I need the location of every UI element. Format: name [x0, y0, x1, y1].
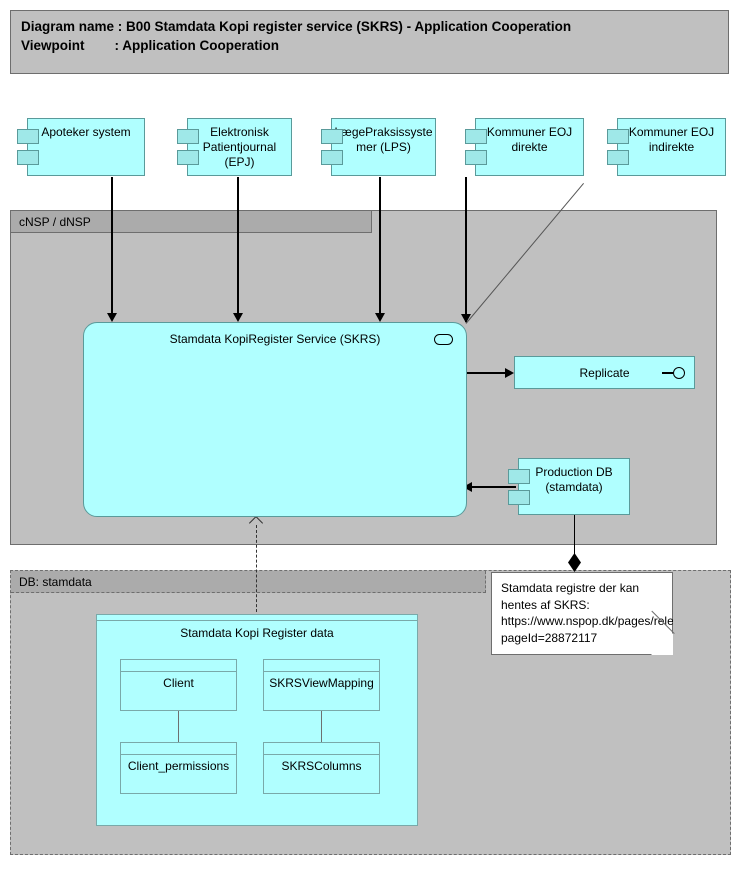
note-body: Stamdata registre der kan hentes af SKRS…	[491, 572, 673, 655]
connector-lps-arrowhead	[375, 313, 385, 322]
note-text: Stamdata registre der kan hentes af SKRS…	[501, 581, 741, 645]
component-tab-icon	[465, 129, 487, 144]
connector-productiondb-to-note	[573, 515, 576, 557]
data-object-skrsviewmapping[interactable]: SKRSViewMapping	[263, 659, 380, 711]
connector-productiondb-to-skrs	[472, 486, 516, 488]
component-label: Kommuner EOJ direkte	[486, 125, 573, 154]
group-cnsp-dnsp-header: cNSP / dNSP	[11, 211, 372, 233]
data-container-stamdata-kopi-register[interactable]: Stamdata Kopi Register data Client SKRSV…	[96, 614, 418, 826]
connector-skrs-to-replicate-arrowhead	[505, 368, 514, 378]
application-service-skrs-label: Stamdata KopiRegister Service (SKRS)	[169, 332, 381, 346]
component-tab-icon	[17, 150, 39, 165]
data-object-strip	[264, 660, 379, 672]
component-kommuner-eoj-direkte[interactable]: Kommuner EOJ direkte	[465, 118, 584, 176]
data-object-label: SKRSColumns	[281, 759, 362, 773]
connector-kommuner-direkte-to-skrs	[465, 177, 467, 322]
diagram-title-banner: Diagram name : B00 Stamdata Kopi registe…	[10, 10, 729, 74]
group-db-stamdata-header: DB: stamdata	[11, 571, 486, 593]
rounded-rect-icon	[434, 334, 453, 345]
component-tab-icon	[508, 490, 530, 505]
lollipop-ball	[673, 367, 685, 379]
component-label: LægePraksissyste mer (LPS)	[334, 125, 433, 154]
group-db-stamdata-label: DB: stamdata	[19, 574, 92, 589]
component-kommuner-eoj-indirekte[interactable]: Kommuner EOJ indirekte	[607, 118, 726, 176]
component-tab-icon	[177, 129, 199, 144]
data-container-strip	[97, 615, 417, 621]
component-elektronisk-patientjournal[interactable]: Elektronisk Patientjournal (EPJ)	[177, 118, 292, 176]
application-service-skrs[interactable]: Stamdata KopiRegister Service (SKRS)	[83, 322, 467, 517]
component-tab-icon	[508, 469, 530, 484]
component-apoteker-system[interactable]: Apoteker system	[17, 118, 145, 176]
connector-client-to-client-permissions	[178, 711, 179, 752]
data-object-label: Client	[163, 676, 194, 690]
data-object-client-permissions[interactable]: Client_permissions	[120, 742, 237, 794]
interface-lollipop-icon	[662, 367, 686, 379]
viewpoint-line: Viewpoint : Application Cooperation	[21, 38, 280, 53]
data-container-title: Stamdata Kopi Register data	[180, 626, 334, 640]
connector-kommuner-direkte-arrowhead	[461, 314, 471, 323]
component-label: Apoteker system	[41, 125, 131, 139]
component-laegepraksissystemer[interactable]: LægePraksissyste mer (LPS)	[321, 118, 436, 176]
component-tab-icon	[607, 150, 629, 165]
connector-apoteker-arrowhead	[107, 313, 117, 322]
component-production-db-label: Production DB (stamdata)	[535, 465, 613, 494]
data-object-label: Client_permissions	[127, 759, 230, 773]
diagram-name-line: Diagram name : B00 Stamdata Kopi registe…	[21, 19, 572, 34]
connector-epj-to-skrs	[237, 177, 239, 315]
connector-data-realizes-skrs	[256, 525, 257, 617]
lollipop-stick	[662, 372, 673, 374]
component-tab-icon	[177, 150, 199, 165]
application-replicate[interactable]: Replicate	[514, 356, 695, 389]
component-tab-icon	[17, 129, 39, 144]
note-annotation: Stamdata registre der kan hentes af SKRS…	[491, 572, 673, 655]
data-object-client[interactable]: Client	[120, 659, 237, 711]
data-object-strip	[121, 743, 236, 755]
application-replicate-label: Replicate	[579, 365, 630, 380]
component-label: Elektronisk Patientjournal (EPJ)	[202, 125, 277, 169]
data-object-strip	[264, 743, 379, 755]
connector-skrsviewmapping-to-skrscolumns	[321, 711, 322, 752]
connector-apoteker-to-skrs	[111, 177, 113, 315]
connector-productiondb-to-skrs-arrowhead	[463, 482, 472, 492]
data-object-skrscolumns[interactable]: SKRSColumns	[263, 742, 380, 794]
connector-skrs-to-replicate	[466, 372, 512, 374]
component-production-db[interactable]: Production DB (stamdata)	[508, 458, 630, 515]
data-object-strip	[121, 660, 236, 672]
connector-epj-arrowhead	[233, 313, 243, 322]
component-tab-icon	[607, 129, 629, 144]
data-object-label: SKRSViewMapping	[269, 676, 374, 690]
group-cnsp-dnsp-label: cNSP / dNSP	[19, 214, 91, 229]
component-tab-icon	[465, 150, 487, 165]
component-tab-icon	[321, 150, 343, 165]
connector-lps-to-skrs	[379, 177, 381, 315]
composition-diamond	[568, 553, 581, 572]
component-tab-icon	[321, 129, 343, 144]
component-label: Kommuner EOJ indirekte	[628, 125, 715, 154]
